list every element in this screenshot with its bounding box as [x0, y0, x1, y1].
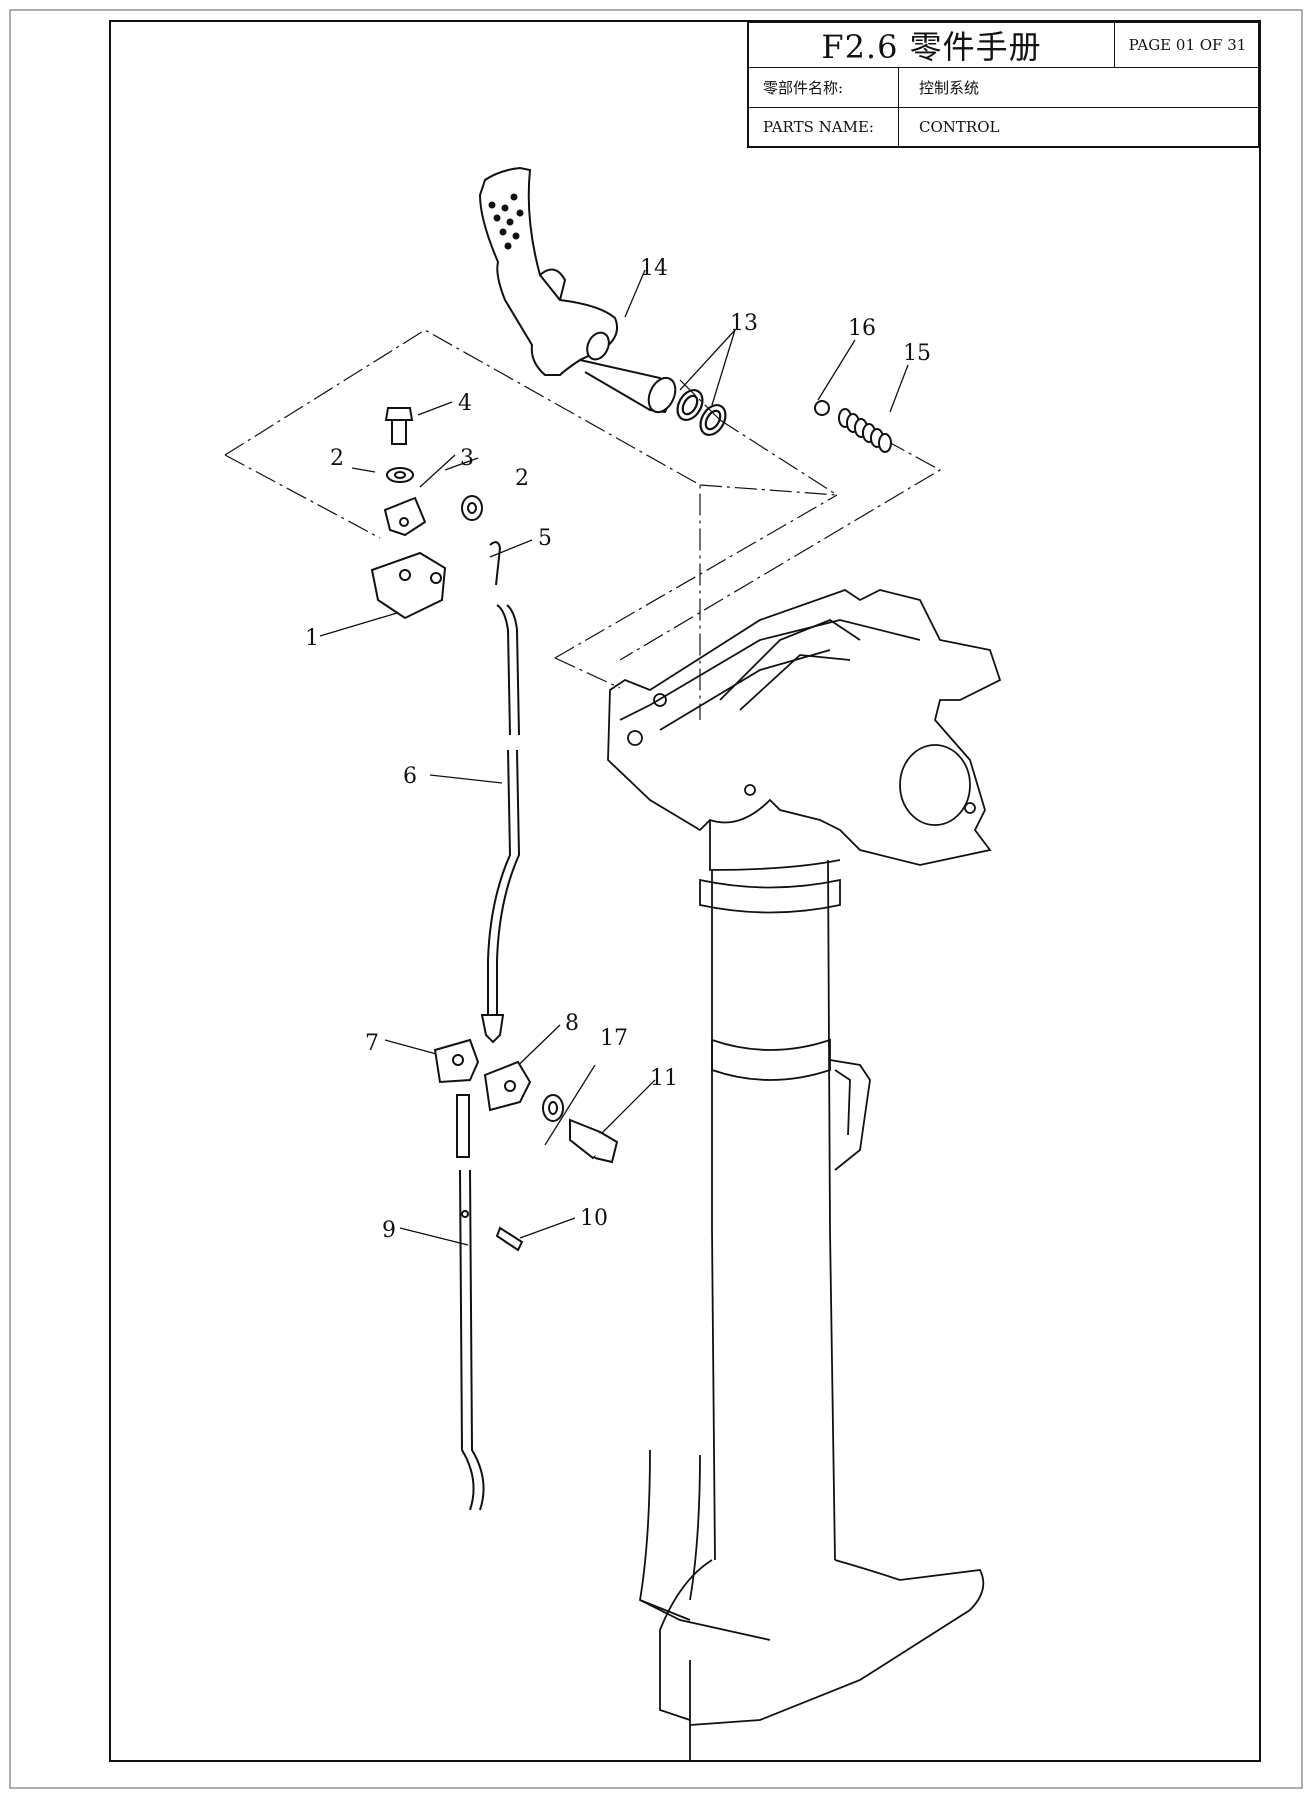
callout-7: 7	[365, 1031, 379, 1056]
detent-ball-part-16	[814, 400, 830, 416]
parts-name-value-en: CONTROL	[919, 118, 1000, 136]
callout-14: 14	[640, 256, 668, 281]
callout-1: 1	[305, 626, 319, 651]
outer-border	[9, 9, 1303, 1789]
page-indicator: PAGE 01 OF 31	[1128, 36, 1247, 54]
inner-border	[109, 20, 1261, 1762]
callout-labels: 1 2 2 3 4 5 6 7 8 9 10 11 13 14 15 16 17	[305, 256, 931, 1243]
title-block: F2.6 零件手册 PAGE 01 OF 31 零部件名称: 控制系统 PART…	[747, 21, 1260, 148]
manual-title: F2.6 零件手册	[749, 23, 1115, 67]
o-rings-part-13	[676, 388, 727, 437]
assembly-guide-lines	[224, 329, 942, 720]
pin-part-10	[495, 1226, 524, 1252]
callout-2a: 2	[330, 446, 344, 471]
callout-11: 11	[650, 1066, 678, 1091]
parts-name-label-cn: 零部件名称:	[749, 68, 899, 107]
callout-10: 10	[580, 1206, 608, 1231]
lever-part-14	[478, 166, 677, 414]
parts-name-cn-row: 零部件名称: 控制系统	[749, 68, 1258, 108]
shift-rod-part-9	[456, 1094, 485, 1511]
leader-lines	[319, 269, 909, 1246]
parts-name-value-cn: 控制系统	[919, 79, 980, 97]
small-parts-upper	[370, 407, 502, 620]
parts-name-en-row: PARTS NAME: CONTROL	[749, 108, 1258, 146]
callout-17: 17	[600, 1026, 628, 1051]
callout-9: 9	[382, 1218, 396, 1243]
spring-part-15	[838, 408, 892, 453]
callout-4: 4	[458, 391, 472, 416]
callout-8: 8	[565, 1011, 579, 1036]
parts-name-label-en: PARTS NAME:	[749, 108, 899, 146]
callout-15: 15	[903, 341, 931, 366]
outboard-housing	[607, 589, 1002, 1760]
clamps-parts-7-8	[433, 1038, 619, 1164]
callout-16: 16	[848, 316, 876, 341]
callout-2b: 2	[515, 466, 529, 491]
shift-rod-part-6	[480, 604, 521, 1044]
callout-5: 5	[538, 526, 552, 551]
callout-6: 6	[403, 764, 417, 789]
callout-13: 13	[730, 311, 758, 336]
title-row: F2.6 零件手册 PAGE 01 OF 31	[749, 23, 1258, 68]
callout-3: 3	[460, 446, 474, 471]
